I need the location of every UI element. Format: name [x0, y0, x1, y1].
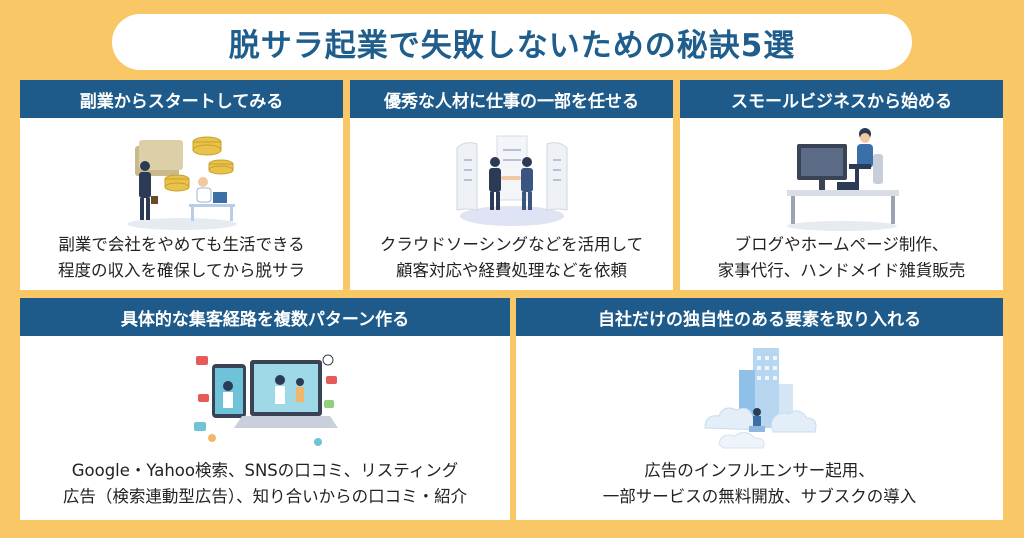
card-uniqueness: 自社だけの独自性のある要素を取り入れる 広告のインフルエンサー起用、 一部サービ… [516, 298, 1003, 520]
card-description: Google・Yahoo検索、SNSの口コミ、リスティング 広告（検索連動型広告… [62, 461, 468, 506]
card-description: 副業で会社をやめても生活できる 程度の収入を確保してから脱サラ [57, 235, 305, 280]
page-title: 脱サラ起業で失敗しないための秘訣5選 [228, 27, 796, 64]
card-marketing-channels: 具体的な集客経路を複数パターン作る [20, 298, 510, 520]
card-description: クラウドソーシングなどを活用して 顧客対応や経費処理などを依頼 [379, 235, 644, 280]
card-heading: 自社だけの独自性のある要素を取り入れる [516, 298, 1003, 336]
handshake-illustration [350, 130, 673, 230]
card-heading: 優秀な人材に仕事の一部を任せる [350, 80, 673, 118]
card-outsourcing: 優秀な人材に仕事の一部を任せる クラウドソーシングなどを活用して 顧客対応や経費… [350, 80, 673, 290]
marketing-screens-illustration [20, 346, 510, 456]
card-heading: スモールビジネスから始める [680, 80, 1003, 118]
card-side-business: 副業からスタートしてみる 副業で会社をやめても生活できる 程度の収入 [20, 80, 343, 290]
cloud-city-illustration [516, 344, 1003, 456]
card-heading: 具体的な集客経路を複数パターン作る [20, 298, 510, 336]
card-description: 広告のインフルエンサー起用、 一部サービスの無料開放、サブスクの導入 [602, 461, 917, 506]
desk-worker-illustration [680, 124, 1003, 234]
card-heading: 副業からスタートしてみる [20, 80, 343, 118]
side-business-illustration [20, 124, 343, 234]
card-small-business: スモールビジネスから始める ブログやホームページ制作、 家事代行、ハンドメイド雑… [680, 80, 1003, 290]
title-banner: 脱サラ起業で失敗しないための秘訣5選 [112, 14, 912, 70]
card-description: ブログやホームページ制作、 家事代行、ハンドメイド雑貨販売 [717, 235, 966, 280]
